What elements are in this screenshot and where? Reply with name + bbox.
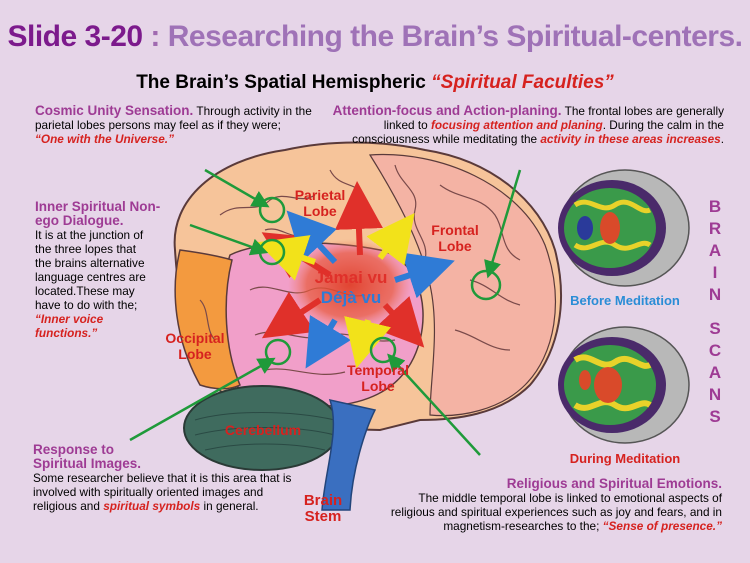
block-inner-dialogue: Inner Spiritual Non- ego Dialogue. It is…	[35, 199, 185, 341]
dialogue-body: It is at the junction of the three lopes…	[35, 228, 146, 312]
subtitle: The Brain’s Spatial Hemispheric “Spiritu…	[0, 72, 750, 94]
slide-title-text: Researching the Brain’s Spiritual-center…	[167, 20, 743, 53]
label-frontal-lobe: Frontal Lobe	[420, 222, 490, 254]
attention-em2: activity in these areas increases	[540, 132, 721, 146]
cosmic-quote: “One with the Universe.”	[35, 132, 174, 146]
subtitle-emphasis: “Spiritual Faculties”	[431, 72, 614, 93]
attention-end: .	[720, 132, 724, 146]
temporal-line2: Lobe	[361, 378, 395, 394]
brain-letter: N	[708, 285, 722, 304]
label-jamais-vu: Jamai vu	[314, 268, 388, 287]
vertical-brain-label: B R A I N	[705, 196, 725, 306]
occipital-line1: Occipital	[165, 330, 225, 346]
emotions-heading: Religious and Spiritual Emotions.	[506, 476, 722, 491]
brain-letter: A	[708, 241, 722, 260]
label-parietal-lobe: Parietal Lobe	[285, 187, 355, 219]
block-attention-focus: Attention-focus and Action-planing. The …	[322, 103, 724, 147]
scans-letter: S	[709, 319, 721, 338]
emotions-body: The middle temporal lobe is linked to em…	[390, 491, 722, 533]
label-temporal-lobe: Temporal Lobe	[338, 362, 418, 394]
subtitle-plain: The Brain’s Spatial Hemispheric	[136, 72, 432, 93]
label-cerebellum: Cerebellum	[224, 422, 302, 438]
frontal-line2: Lobe	[438, 238, 472, 254]
brain-letter: B	[708, 197, 722, 216]
slide-number: Slide 3-20	[7, 20, 144, 53]
cosmic-body: Through activity in the parietal lobes p…	[35, 104, 312, 132]
block-spiritual-images: Response to Spiritual Images. Some resea…	[33, 442, 303, 514]
attention-body1: The frontal lobes are generally linked t…	[383, 104, 724, 132]
caption-during-meditation: During Meditation	[569, 451, 681, 466]
emotions-quote: “Sense of presence.”	[602, 519, 722, 533]
images-body: Some researcher believe that it is this …	[33, 471, 292, 513]
attention-heading: Attention-focus and Action-planing.	[332, 103, 562, 118]
frontal-line1: Frontal	[431, 222, 479, 238]
attention-em1: focusing attention and planing	[430, 118, 603, 132]
brain-letter: R	[708, 219, 722, 238]
brain-letter: I	[712, 263, 718, 282]
scans-letter: A	[708, 363, 722, 382]
parietal-line1: Parietal	[294, 187, 346, 203]
temporal-line1: Temporal	[347, 362, 409, 378]
label-occipital-lobe: Occipital Lobe	[155, 330, 235, 362]
parietal-line2: Lobe	[303, 203, 337, 219]
cosmic-heading: Cosmic Unity Sensation.	[35, 103, 194, 118]
title-separator: :	[142, 20, 168, 53]
label-deja-vu: Déjà vu	[320, 288, 382, 307]
label-brain-stem: Brain Stem	[293, 493, 353, 525]
dialogue-heading-1: Inner Spiritual Non-	[35, 199, 161, 214]
attention-body2: . During the calm in the consciousness w…	[352, 118, 724, 146]
slide-title: Slide 3-20 : Researching the Brain’s Spi…	[0, 20, 750, 54]
vertical-scans-label: S C A N S	[705, 318, 725, 428]
images-heading-1: Response to	[33, 442, 115, 457]
scans-letter: S	[709, 407, 721, 426]
brainstem-line2: Stem	[304, 508, 342, 525]
dialogue-quote: “Inner voice functions.”	[35, 312, 104, 340]
images-end: in general.	[200, 499, 259, 513]
scans-letter: N	[708, 385, 722, 404]
brainstem-line1: Brain	[303, 492, 343, 509]
images-em: spiritual symbols	[103, 499, 201, 513]
brain-stem-shape	[321, 398, 377, 511]
occipital-line2: Lobe	[178, 346, 212, 362]
scan-during	[558, 326, 690, 444]
images-heading-2: Spiritual Images.	[33, 456, 142, 471]
scan-before	[558, 169, 690, 287]
scans-letter: C	[708, 341, 722, 360]
block-cosmic-unity: Cosmic Unity Sensation. Through activity…	[35, 103, 315, 147]
dialogue-heading-2: ego Dialogue.	[35, 213, 124, 228]
block-religious-emotions: Religious and Spiritual Emotions. The mi…	[372, 476, 722, 534]
caption-before-meditation: Before Meditation	[570, 293, 680, 308]
